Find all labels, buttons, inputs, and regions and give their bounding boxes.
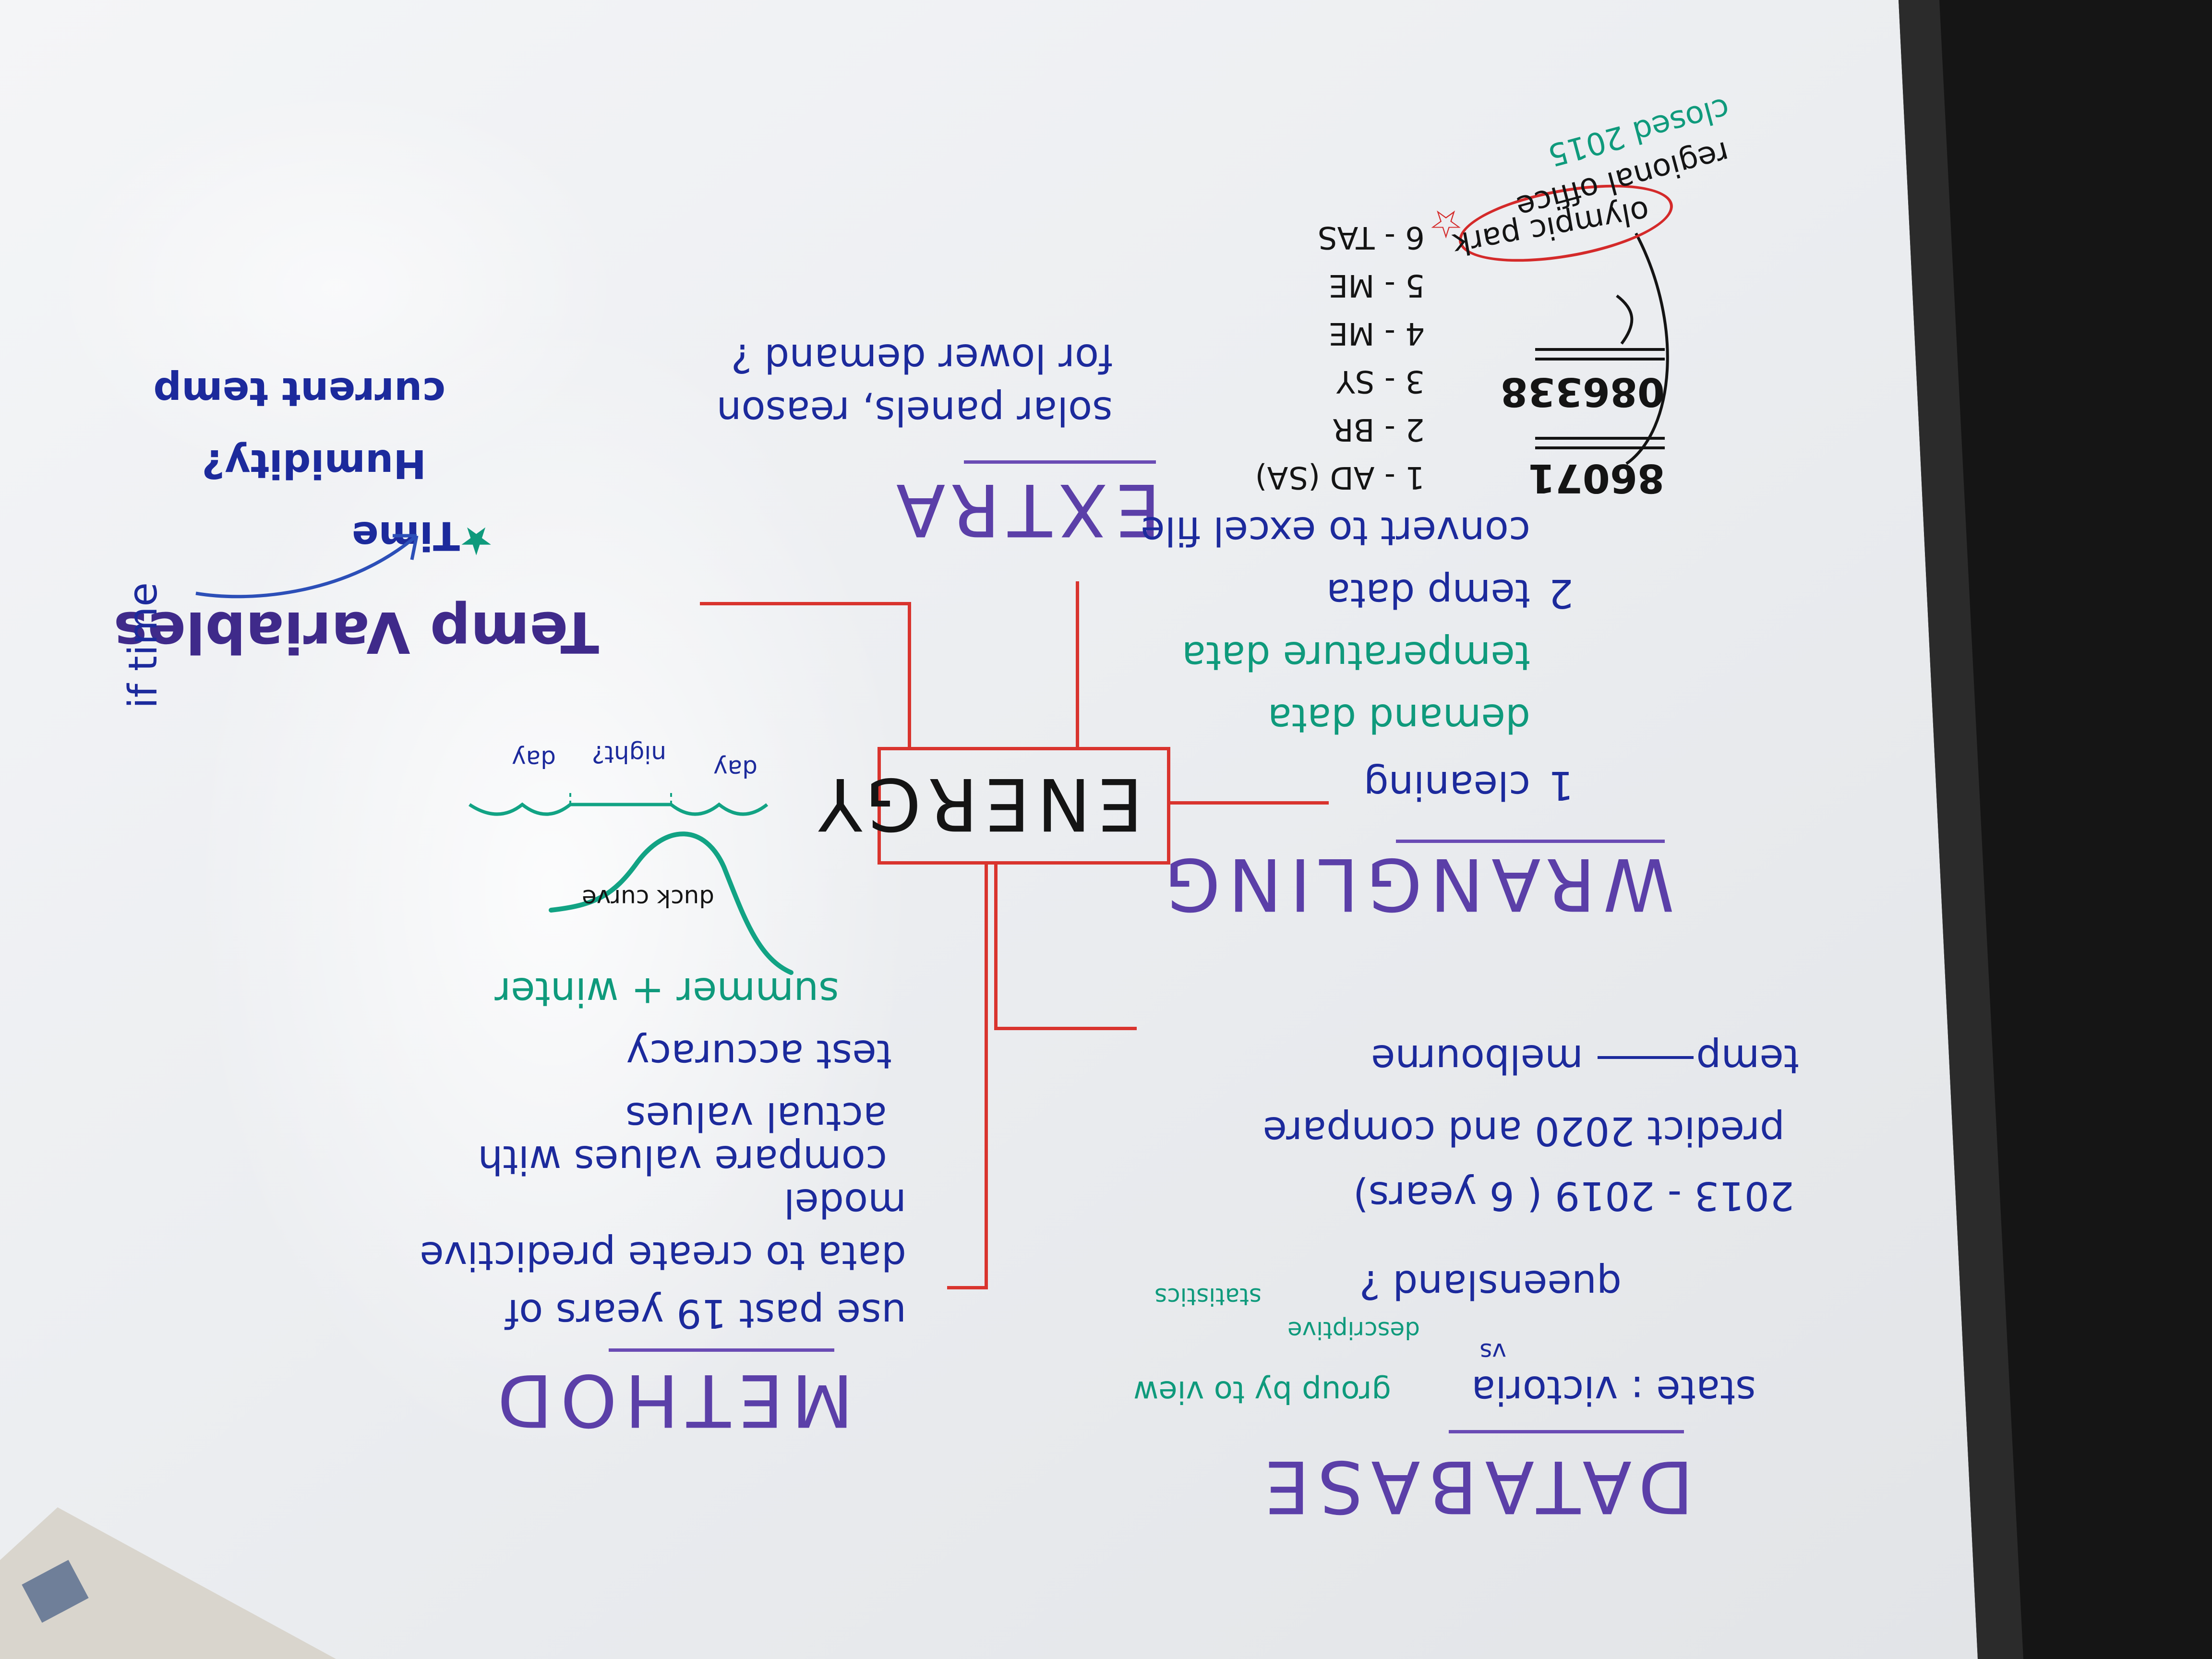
- temp-text: temp: [1696, 1036, 1799, 1082]
- line-to-temp-vars-h: [700, 602, 911, 605]
- method-line-4: compare values with: [478, 1137, 887, 1182]
- line-to-database: [994, 862, 998, 1030]
- line-to-database-h: [995, 1027, 1137, 1030]
- method-line-3: model: [783, 1180, 906, 1226]
- station-2: 2 - BR: [1332, 411, 1425, 447]
- energy-label: ENERGY: [811, 762, 1143, 845]
- red-star-icon: ☆: [1429, 202, 1463, 246]
- station-3: 3 - SY: [1336, 363, 1425, 399]
- convert-text: convert to excel file: [1141, 508, 1530, 553]
- extra-line-2: for lower demand ?: [731, 335, 1113, 381]
- extra-underline: [964, 460, 1156, 464]
- line-to-method: [985, 862, 988, 1289]
- if-time-text: if time: [120, 582, 166, 709]
- method-line-2: data to create predictive: [420, 1233, 906, 1278]
- line-to-method-h: [947, 1286, 986, 1289]
- melbourne-text: melbourne: [1371, 1036, 1583, 1082]
- station-1: 1 - AD (SA): [1255, 459, 1425, 495]
- extra-heading: EXTRA: [888, 468, 1161, 551]
- database-underline: [1449, 1430, 1684, 1433]
- demand-data-text: demand data: [1267, 695, 1530, 741]
- descriptive-text: descriptive: [1287, 1316, 1420, 1344]
- wrangling-heading: WRANGLING: [1157, 842, 1674, 926]
- day-night-brace: [469, 790, 769, 816]
- duck-curve-label: duck curve: [582, 884, 714, 912]
- station-6: 6 - TAS: [1317, 219, 1425, 255]
- temp-arrow: [1598, 1056, 1694, 1059]
- temp-var-current: current temp: [153, 369, 445, 414]
- night-text: night?: [591, 740, 666, 768]
- board-frame: [1899, 0, 2023, 1659]
- energy-box: ENERGY: [812, 747, 1170, 865]
- station-5: 5 - ME: [1328, 267, 1425, 303]
- state-line: state : victoria: [1471, 1367, 1756, 1413]
- line-to-wrangling: [1168, 801, 1329, 805]
- temp-var-humidity: Humidity?: [202, 441, 426, 486]
- if-time-arrow: [195, 534, 419, 599]
- temp-data-text: temp data: [1326, 570, 1530, 616]
- method-line-5: actual values: [625, 1094, 887, 1139]
- method-line-6: test accuracy: [626, 1031, 892, 1077]
- star-icon: ★: [459, 518, 493, 563]
- light-glare: [192, 312, 912, 1464]
- light-glare-top: [48, 86, 624, 490]
- queensland-text: queensland ?: [1359, 1262, 1622, 1307]
- step1-number: 1: [1548, 762, 1574, 808]
- line-to-extra: [1076, 581, 1079, 749]
- statistics-text: statistics: [1154, 1283, 1262, 1310]
- step2-number: 2: [1548, 570, 1574, 616]
- laptop-sticker: [22, 1560, 89, 1623]
- vs-text: vs: [1479, 1338, 1506, 1366]
- predict-text: predict 2020 and compare: [1262, 1108, 1785, 1154]
- group-by-text: group by to view: [1133, 1374, 1391, 1409]
- laptop-corner: [0, 1507, 336, 1659]
- day-left-text: day: [713, 755, 757, 782]
- method-line-1: use past 19 years of: [505, 1290, 906, 1336]
- cleaning-text: cleaning: [1363, 762, 1530, 808]
- line-to-temp-vars-v: [908, 605, 911, 749]
- temperature-data-text: temperature data: [1181, 633, 1530, 678]
- extra-line-1: solar panels, reason: [716, 388, 1113, 433]
- years-text: 2013 - 2019 ( 6 years): [1353, 1173, 1794, 1218]
- station-bracket: [1616, 232, 1669, 465]
- method-underline: [609, 1348, 834, 1352]
- method-heading: METHOD: [489, 1358, 854, 1442]
- database-heading: DATABASE: [1257, 1444, 1694, 1528]
- station-4: 4 - ME: [1328, 315, 1425, 351]
- day-right-text: day: [512, 745, 556, 773]
- wrangling-underline: [1396, 840, 1665, 843]
- duck-curve-graph: [549, 831, 793, 975]
